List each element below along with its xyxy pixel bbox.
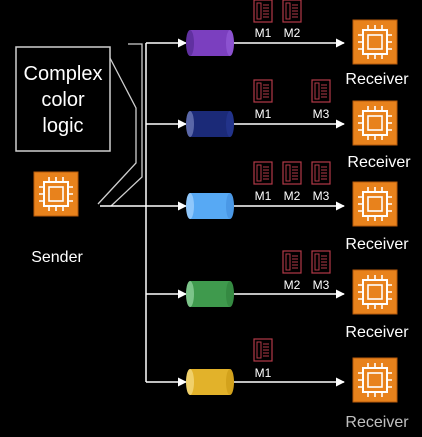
callout-pointer-2 xyxy=(110,43,143,207)
receiver-2-label: Receiver xyxy=(347,154,411,171)
message-icon xyxy=(282,250,302,274)
receiver-4-chip-icon xyxy=(352,269,398,315)
receiver-4-label: Receiver xyxy=(345,324,409,341)
callout-pointer xyxy=(97,57,137,205)
receiver-3-chip-icon xyxy=(352,181,398,227)
receiver-3-label: Receiver xyxy=(345,236,409,253)
row-3-msg-2: M2 xyxy=(284,189,301,203)
row-2-msg-2: M3 xyxy=(313,107,330,121)
callout-line-2: color xyxy=(41,89,85,111)
message-icon xyxy=(311,250,331,274)
row-2: M1 M3 Receiver xyxy=(146,79,411,171)
callout-line-3: logic xyxy=(42,115,83,137)
row-4-queue-icon xyxy=(186,281,234,307)
message-icon xyxy=(311,79,331,103)
row-5: M1 Receiver xyxy=(146,338,409,431)
sender-chip-icon xyxy=(33,171,79,217)
message-icon xyxy=(311,161,331,185)
receiver-2-chip-icon xyxy=(352,100,398,146)
row-1-msg-2: M2 xyxy=(284,26,301,40)
callout-line-1: Complex xyxy=(24,63,103,85)
row-5-msg-1: M1 xyxy=(255,366,272,380)
row-2-queue-icon xyxy=(186,111,234,137)
message-icon xyxy=(253,79,273,103)
row-3-queue-icon xyxy=(186,193,234,219)
row-4-msg-2: M3 xyxy=(313,278,330,292)
message-icon xyxy=(282,161,302,185)
row-2-msg-1: M1 xyxy=(255,107,272,121)
callout-box xyxy=(15,46,111,152)
sender-label: Sender xyxy=(31,249,83,266)
message-icon xyxy=(253,338,273,362)
row-3-msg-3: M3 xyxy=(313,189,330,203)
row-3-msg-1: M1 xyxy=(255,189,272,203)
row-4: M2 M3 Receiver xyxy=(146,250,409,341)
row-1: M1 M2 Receiver xyxy=(146,0,409,88)
receiver-5-label: Receiver xyxy=(345,414,409,431)
receiver-1-chip-icon xyxy=(352,19,398,65)
row-4-msg-1: M2 xyxy=(284,278,301,292)
row-5-queue-icon xyxy=(186,369,234,395)
message-icon xyxy=(253,0,273,23)
row-1-msg-1: M1 xyxy=(255,26,272,40)
row-1-queue-icon xyxy=(186,30,234,56)
receiver-1-label: Receiver xyxy=(345,71,409,88)
receiver-5-chip-icon xyxy=(352,357,398,403)
message-icon xyxy=(282,0,302,23)
row-3: M1 M2 M3 Receiver xyxy=(146,161,409,253)
message-icon xyxy=(253,161,273,185)
